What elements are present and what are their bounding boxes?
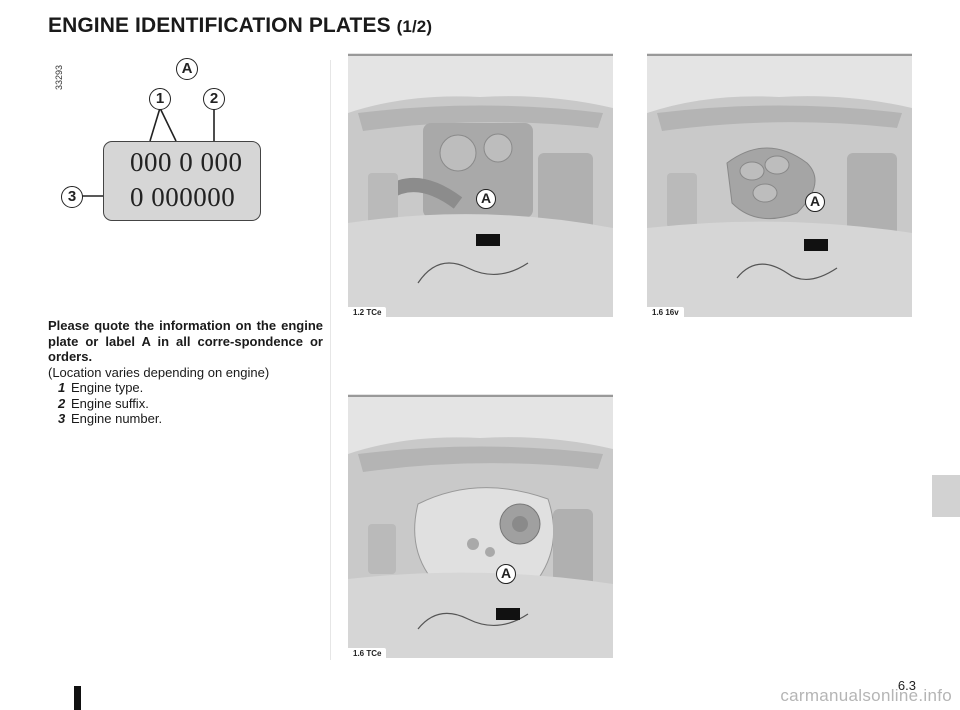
plate-line-2: 0 000000 [130,182,236,212]
engine-bay-illustration [647,53,912,317]
section-tab [932,475,960,517]
page-title-text: ENGINE IDENTIFICATION PLATES [48,14,391,37]
engine-photo-2: A 1.6 16v [647,53,912,317]
engine-type-label: 1.6 TCe [348,648,387,658]
engine-bay-illustration [348,394,613,658]
list-item-text: Engine suffix. [71,395,149,411]
page-title: ENGINE IDENTIFICATION PLATES (1/2) [48,14,432,38]
list-item: 2 Engine suffix. [48,396,323,412]
plate-legend-list: 1 Engine type. 2 Engine suffix. 3 Engine nu… [48,380,323,427]
page-title-part: (1/2) [396,17,433,36]
figure-ref-plate: 33293 [54,64,64,90]
engine-type-label: 1.2 TCe [348,307,387,317]
engine-bay-illustration [348,53,613,317]
plate-line-1: 000 0 000 [130,147,243,177]
list-item: 1 Engine type. [48,380,323,396]
engine-plate: 000 0 000 0 000000 [103,141,261,221]
engine-photo-1: A 1.2 TCe [348,53,613,317]
corner-marker [74,686,81,710]
location-note: (Location varies depending on engine) [48,364,270,380]
engine-label-marker [476,234,500,246]
list-item-number: 2 [58,395,66,411]
instructions: Please quote the information on the engi… [48,318,323,427]
watermark: carmanualsonline.info [780,686,952,705]
list-item-number: 1 [58,380,66,395]
column-divider [330,60,331,660]
callout-1: 1 [149,88,171,110]
engine-type-label: 1.6 16v [647,307,684,317]
list-item-number: 3 [58,411,66,426]
instruction-note: Please quote the information on the engi… [48,318,323,364]
list-item-text: Engine type. [71,380,144,395]
engine-label-marker [496,608,520,620]
callout-2: 2 [203,88,225,110]
callout-a: A [496,564,516,584]
callout-a: A [476,189,496,209]
list-item-text: Engine number. [71,411,163,426]
callout-a: A [176,58,198,80]
list-item: 3 Engine number. [48,411,323,427]
engine-photo-3: A 1.6 TCe [348,394,613,658]
page-number: 6.3 [897,678,916,693]
callout-3: 3 [61,186,83,208]
callout-a: A [805,192,825,212]
engine-label-marker [804,239,828,251]
